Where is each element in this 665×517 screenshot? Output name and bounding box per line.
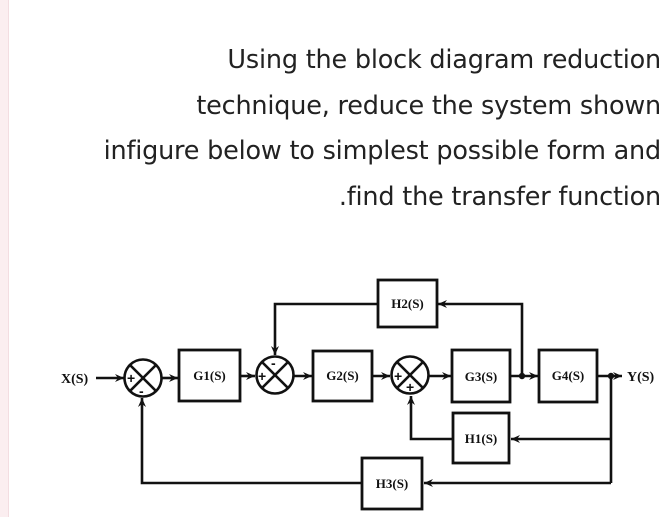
output-label: Y(S) — [627, 370, 655, 385]
summing-junction-3 — [390, 355, 430, 395]
sum1-input-sign: + — [127, 370, 135, 386]
block-g1 — [177, 348, 242, 403]
sum2-feedback-sign: - — [271, 355, 276, 371]
takeoff-point-g3 — [518, 372, 526, 380]
input-label: X(S) — [61, 372, 89, 387]
h1-feedback-out-line — [407, 396, 453, 441]
sum1-feedback-sign: - — [139, 383, 144, 399]
question-line-4: .find the transfer function — [338, 181, 661, 212]
h2-feedback-in-line — [438, 300, 524, 376]
question-line-2: technique, reduce the system shown — [196, 90, 661, 121]
block-g1-label: G1(S) — [193, 368, 226, 383]
block-h1 — [451, 411, 511, 465]
h2-feedback-out-line — [271, 302, 378, 355]
sum3-feedback-sign: + — [406, 379, 414, 395]
h3-feedback-out-line — [138, 398, 362, 485]
block-h1-label: H1(S) — [465, 431, 498, 446]
question-line-1: Using the block diagram reduction — [227, 45, 661, 75]
sum3-input-sign: + — [394, 368, 402, 384]
block-g2 — [311, 349, 374, 403]
summing-junction-1 — [123, 358, 163, 398]
block-h3 — [360, 456, 424, 511]
sum2-input-sign: + — [258, 368, 266, 384]
block-h2 — [376, 278, 439, 329]
block-h3-label: H3(S) — [376, 476, 409, 491]
block-h2-label: H2(S) — [391, 296, 424, 311]
block-g2-label: G2(S) — [326, 368, 359, 383]
block-g3-label: G3(S) — [465, 369, 498, 384]
summing-junction-2 — [255, 355, 295, 395]
question-text: Using the block diagram reduction techni… — [21, 38, 662, 220]
question-line-3: infigure below to simplest possible form… — [103, 136, 662, 166]
block-g4 — [537, 348, 599, 404]
block-g3 — [450, 348, 512, 404]
takeoff-point-output — [607, 372, 615, 380]
block-g4-label: G4(S) — [552, 368, 585, 383]
page-edge-stripe — [0, 0, 9, 517]
